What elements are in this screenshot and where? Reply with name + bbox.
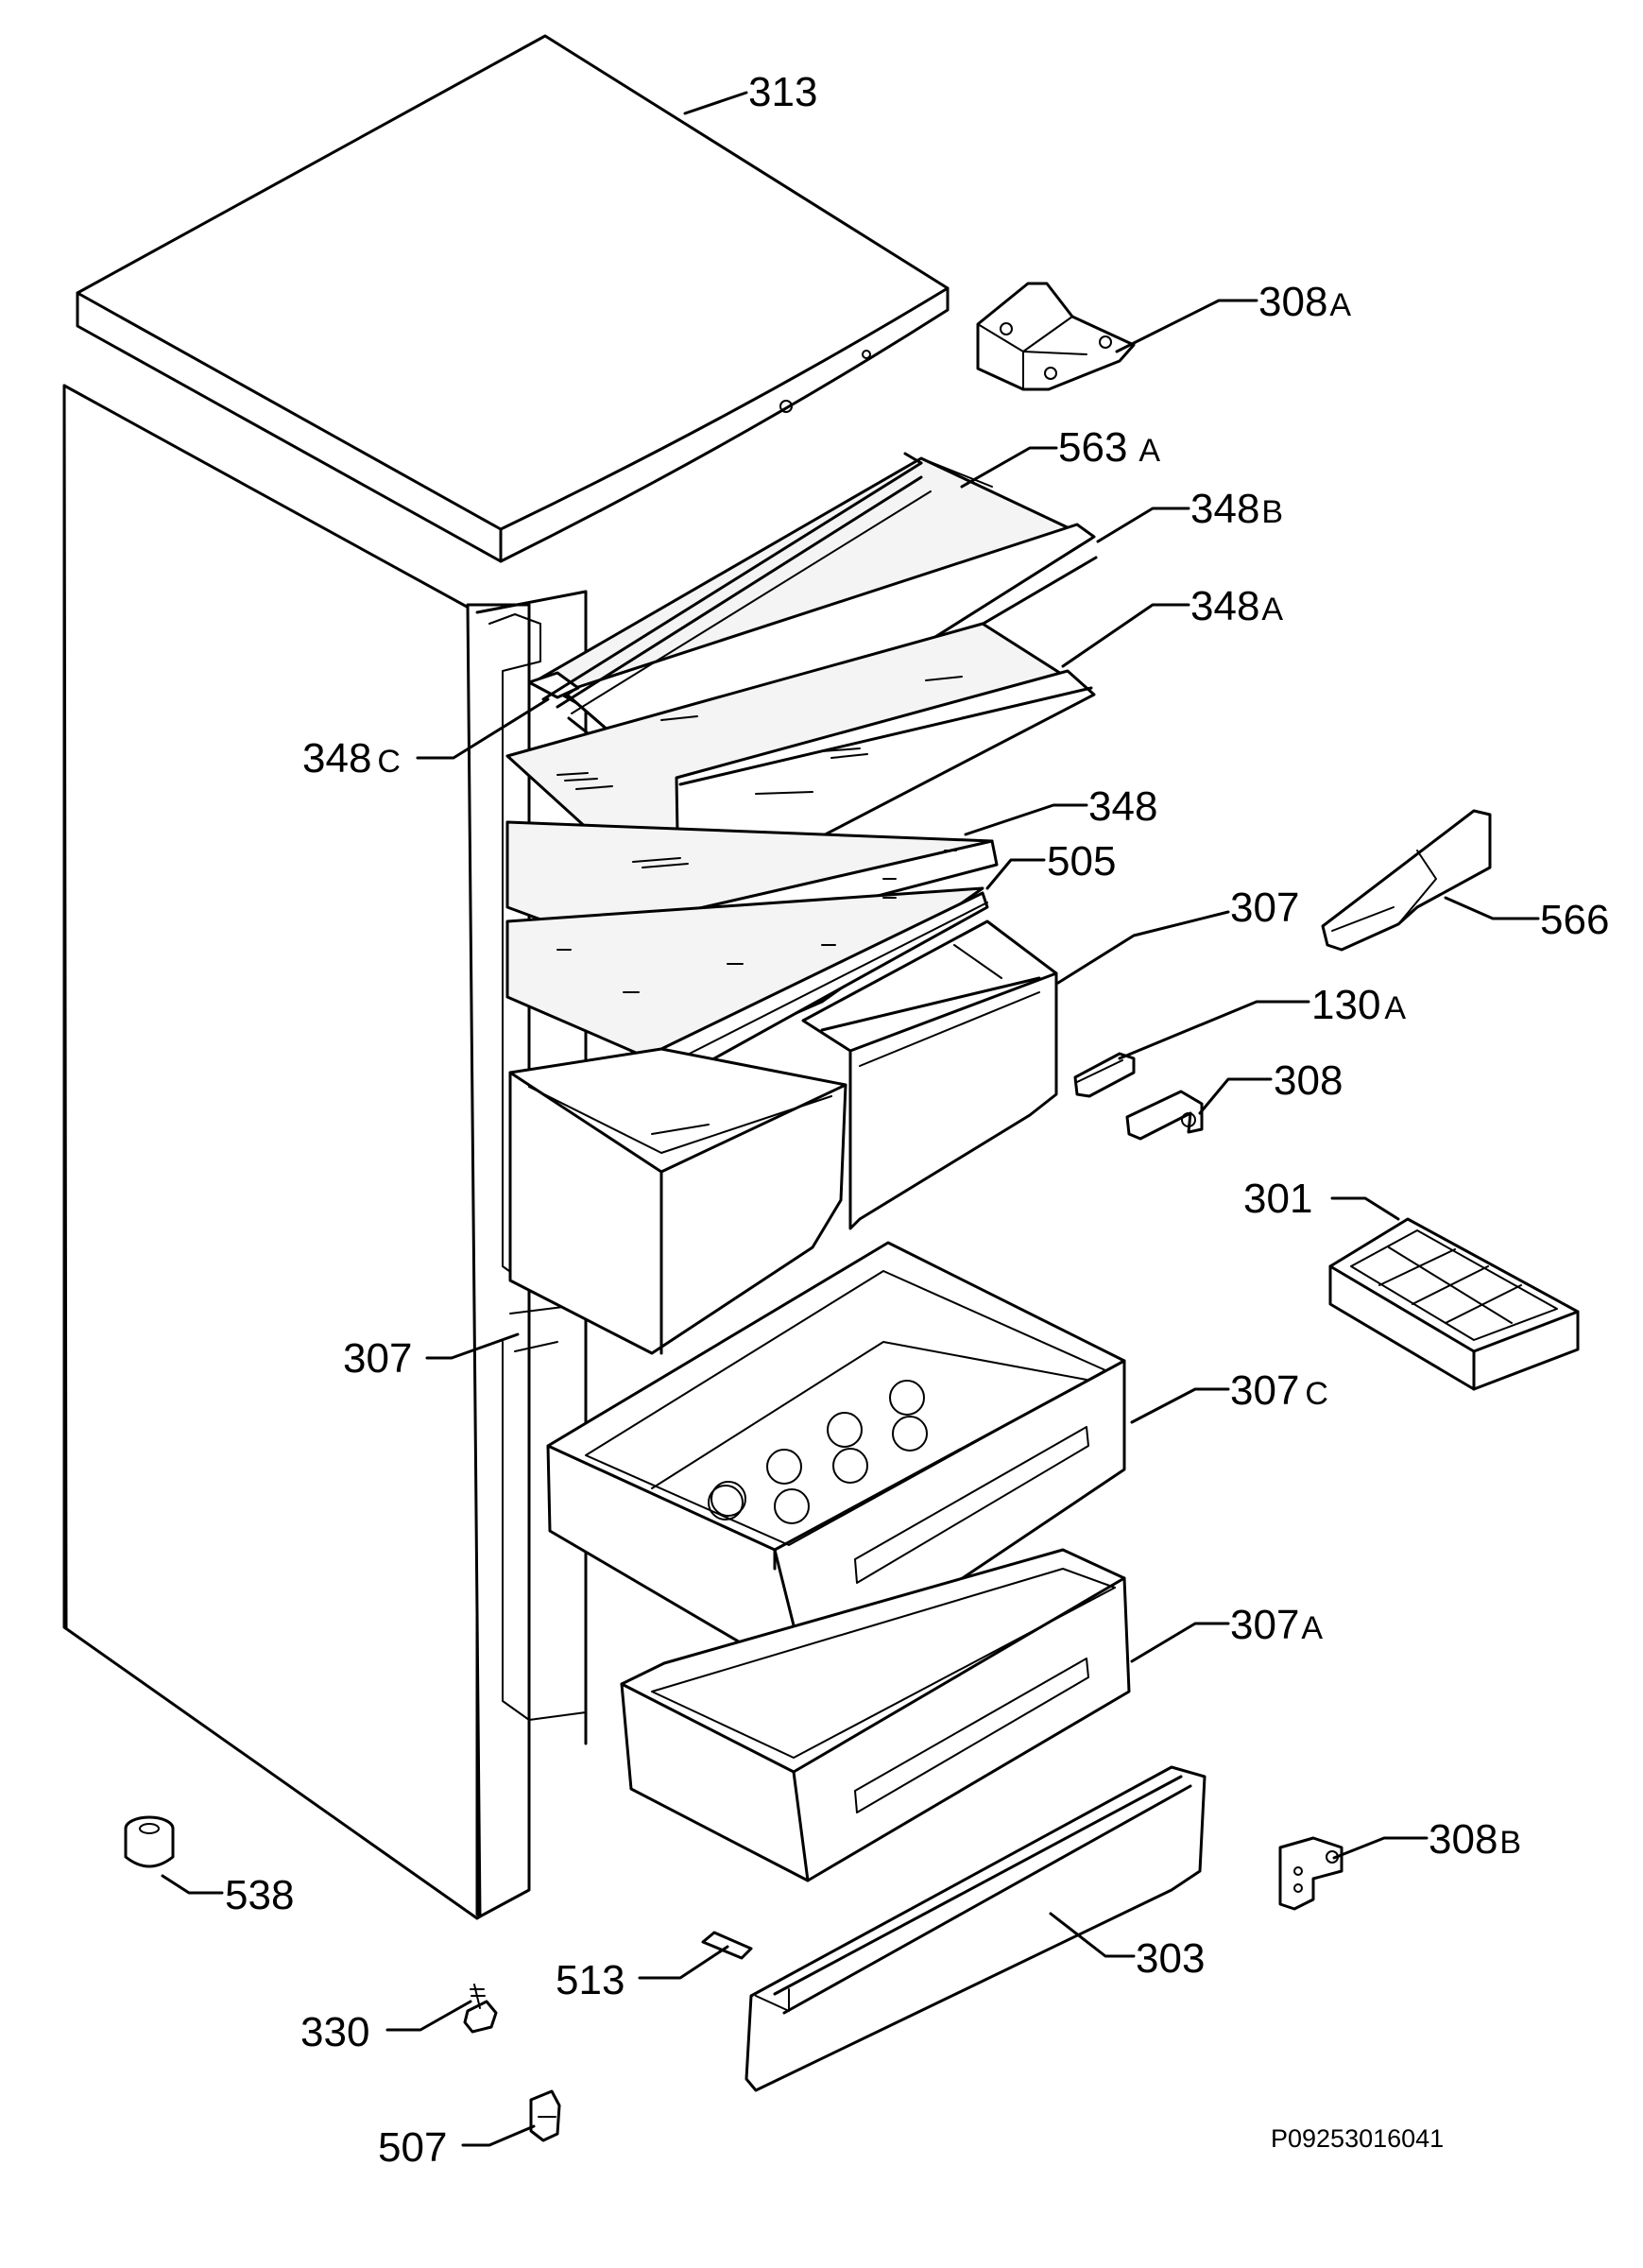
part-566 [1321,809,1492,952]
label-308a: 308A [1258,279,1351,325]
part-538 [124,1815,175,1868]
bracket-308 [1125,1090,1204,1141]
foot-330 [463,1984,498,2034]
part-513 [701,1931,753,1960]
drawing-code: P09253016041 [1271,2124,1444,2153]
label-307a: 307A [1230,1602,1323,1648]
top-hinge [976,282,1136,391]
label-307-right: 307 [1230,885,1299,931]
shelf-505 [505,886,989,1079]
label-348b: 348B [1190,486,1283,532]
label-307-left: 307 [343,1335,412,1382]
label-538: 538 [225,1872,294,1918]
label-348: 348 [1088,783,1157,830]
label-303: 303 [1136,1935,1205,1982]
drawer-307a [620,1548,1131,1882]
top-cover [76,34,950,563]
part-130a [1073,1052,1136,1098]
label-301: 301 [1243,1176,1312,1222]
label-348a: 348A [1190,583,1283,629]
label-566: 566 [1540,897,1609,943]
label-313: 313 [748,69,817,115]
cabinet-body [62,384,588,1920]
label-308: 308 [1274,1057,1343,1104]
label-330: 330 [300,2009,369,2055]
hinge-308b [1278,1836,1343,1911]
shelf-348c-rail [527,452,932,714]
label-505: 505 [1047,838,1116,885]
label-308b: 308B [1429,1816,1521,1863]
leader-lines [161,91,1540,2147]
label-507: 507 [378,2124,447,2171]
drawer-307-right [801,919,1058,1230]
drawer-307c [546,1241,1126,1684]
label-513: 513 [556,1957,625,2003]
drawer-307-left [508,1047,847,1355]
door-bin-303 [744,1765,1207,2092]
ice-tray [1328,1217,1580,1391]
part-507 [529,2089,561,2142]
